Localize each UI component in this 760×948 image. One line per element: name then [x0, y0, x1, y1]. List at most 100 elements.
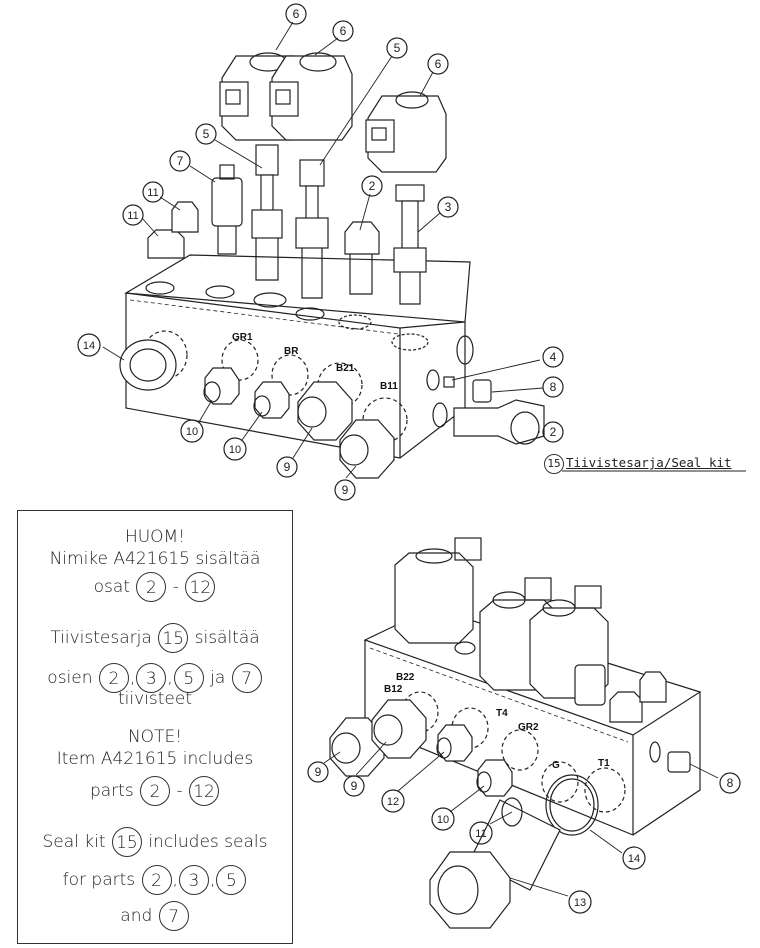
seal-kit-number: 15 — [544, 454, 564, 474]
note-en-part-circle: 7 — [158, 901, 189, 931]
svg-text:11: 11 — [475, 828, 486, 840]
callout-11-b: 11 — [122, 204, 144, 226]
note-fi-seal-pre: Tiivistesarja — [50, 628, 152, 648]
callout-14-a: 14 — [77, 333, 101, 357]
port-label-b22: B22 — [396, 672, 415, 683]
note-fi-osien: osien — [47, 668, 93, 688]
note-fi-ja: ja — [210, 668, 226, 688]
note-en-for: for parts — [62, 870, 136, 890]
note-fi-osat: osat — [93, 577, 130, 597]
svg-text:6: 6 — [435, 57, 442, 71]
note-en-seal-row: Seal kit 15 includes seals — [18, 827, 292, 857]
callout-13: 13 — [568, 890, 592, 914]
callout-8-b: 8 — [719, 772, 741, 794]
svg-text:2: 2 — [369, 179, 376, 193]
note-fi-part-circle: 7 — [231, 663, 262, 693]
note-fi-seal-row: Tiivistesarja 15 sisältää — [18, 623, 292, 653]
svg-text:9: 9 — [351, 779, 358, 793]
note-fi-title: HUOM! — [124, 527, 186, 547]
top-manifold-block — [124, 254, 474, 459]
callout-2-b: 2 — [542, 421, 564, 443]
note-fi-osat-row: osat 2 - 12 — [18, 572, 292, 602]
note-fi-part-circle: 3 — [136, 663, 167, 693]
note-fi-part-circle: 5 — [173, 663, 204, 693]
note-fi-osien-row: osien 2,3,5 ja 7 — [18, 663, 292, 693]
note-fi-seal-post: sisältää — [194, 628, 260, 648]
callout-6-c: 6 — [427, 53, 449, 75]
callout-14-b: 14 — [622, 846, 646, 870]
callout-9-b: 9 — [334, 479, 356, 501]
leader-lines — [102, 21, 719, 897]
svg-text:7: 7 — [177, 154, 184, 168]
port-label-t4: T4 — [496, 708, 508, 719]
port-label-gr2: GR2 — [518, 722, 539, 733]
bottom-side-fittings — [329, 699, 691, 929]
port-label-b12: B12 — [384, 684, 403, 695]
note-dash: - — [176, 781, 183, 801]
svg-text:2: 2 — [550, 425, 557, 439]
svg-text:4: 4 — [550, 350, 557, 364]
top-port-labels: GR1 BR B21 B11 — [232, 332, 398, 392]
callout-9-d: 9 — [343, 775, 365, 797]
note-en-title: NOTE! — [127, 727, 183, 747]
note-en-part-circle: 3 — [178, 865, 209, 895]
note-en-part-circle: 2 — [141, 865, 172, 895]
note-en-for-row: for parts 2,3,5 — [18, 865, 292, 895]
callout-10-c: 10 — [431, 807, 455, 831]
top-solenoid-coils — [219, 52, 447, 173]
note-fi-seal-circle: 15 — [158, 623, 189, 653]
bottom-solenoid-coils — [394, 537, 667, 723]
callout-7: 7 — [169, 150, 191, 172]
note-en-line1: Item A421615 includes — [56, 749, 254, 769]
svg-text:9: 9 — [284, 460, 291, 474]
callout-6-b: 6 — [332, 20, 354, 42]
note-en-part-circle: 12 — [189, 776, 220, 806]
svg-text:5: 5 — [394, 41, 401, 55]
svg-text:10: 10 — [437, 814, 449, 826]
callout-4: 4 — [542, 346, 564, 368]
note-fi-part-circle: 2 — [136, 572, 167, 602]
svg-text:9: 9 — [342, 483, 349, 497]
svg-text:11: 11 — [147, 187, 158, 199]
callout-12: 12 — [381, 789, 405, 813]
note-en-seal-post: includes seals — [148, 832, 268, 852]
svg-text:5: 5 — [203, 127, 210, 141]
svg-text:13: 13 — [574, 897, 586, 909]
note-en-part-circle: 5 — [216, 865, 247, 895]
svg-text:14: 14 — [628, 853, 640, 865]
notes-box: HUOM! Nimike A421615 sisältää osat 2 - 1… — [17, 510, 293, 944]
note-fi-part-circle: 2 — [98, 663, 129, 693]
svg-text:12: 12 — [387, 796, 399, 808]
bottom-port-labels: B22 B12 T4 GR2 G T1 — [384, 672, 610, 771]
top-side-fittings — [119, 339, 545, 479]
note-fi-line1: Nimike A421615 sisältää — [49, 549, 261, 569]
port-label-gr1: GR1 — [232, 332, 253, 343]
callout-6-a: 6 — [285, 3, 307, 25]
note-en-seal-pre: Seal kit — [42, 832, 106, 852]
callout-10-b: 10 — [223, 437, 247, 461]
callout-9-a: 9 — [276, 456, 298, 478]
callout-11-c: 11 — [469, 821, 493, 845]
svg-text:8: 8 — [727, 776, 734, 790]
port-label-g: G — [552, 760, 560, 771]
callout-2-a: 2 — [361, 175, 383, 197]
port-label-b21: B21 — [336, 363, 355, 374]
callout-9-c: 9 — [307, 761, 329, 783]
svg-text:3: 3 — [445, 200, 452, 214]
callout-10-a: 10 — [180, 419, 204, 443]
note-fi-tiivisteet: tiivisteet — [117, 689, 192, 709]
callout-5-a: 5 — [386, 37, 408, 59]
port-label-t1: T1 — [598, 758, 610, 769]
note-dash: - — [172, 577, 179, 597]
svg-text:14: 14 — [83, 340, 95, 352]
svg-text:8: 8 — [550, 380, 557, 394]
note-en-parts: parts — [89, 781, 134, 801]
callout-11-a: 11 — [142, 181, 164, 203]
note-en-seal-circle: 15 — [111, 827, 142, 857]
svg-text:10: 10 — [229, 444, 241, 456]
port-label-br: BR — [284, 346, 299, 357]
note-fi-part-circle: 12 — [185, 572, 216, 602]
callout-8-a: 8 — [542, 376, 564, 398]
